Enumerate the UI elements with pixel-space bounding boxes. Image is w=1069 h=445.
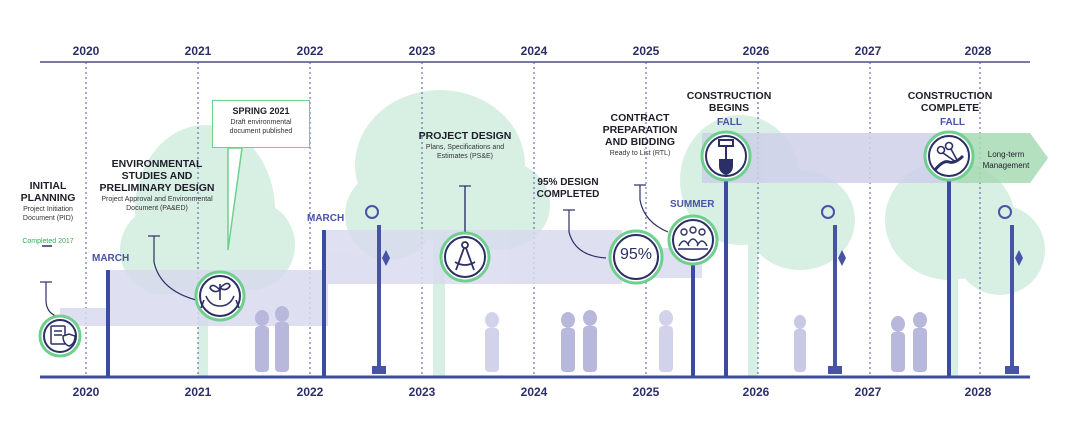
design-subtitle: Plans, Specifications and Estimates (PS&… [425,144,505,160]
year-label-top: 2022 [296,44,324,58]
construction-title: CONSTRUCTION BEGINS [686,90,772,114]
long-term-arrow-label: Long-term Management [978,148,1034,171]
year-label-bottom: 2025 [632,385,660,399]
year-label-bottom: 2020 [72,385,100,399]
spring-subtitle: Draft environmental document published [229,119,293,135]
design95-badge: 95% [619,246,653,263]
year-label-bottom: 2021 [184,385,212,399]
design-title: PROJECT DESIGN [418,130,512,142]
season-bars [106,160,951,376]
season-fall-2025: FALL [717,117,742,128]
people-group-icon [678,226,708,250]
milestone-contract: CONTRACT PREPARATION AND BIDDING Ready t… [598,112,682,158]
season-fall-2027: FALL [940,117,965,128]
document-shield-icon [50,325,76,347]
year-label-top: 2023 [408,44,436,58]
hands-plant-icon [200,282,240,309]
lamp-posts [365,205,1023,374]
year-label-top: 2025 [632,44,660,58]
milestone-construction-complete: CONSTRUCTION COMPLETE [902,90,998,114]
initial-subtitle: Project Initiation Document (PID) [22,206,74,222]
shovel-icon [718,139,734,176]
year-label-top: 2021 [184,44,212,58]
complete-title: CONSTRUCTION COMPLETE [907,90,993,114]
connector-lines [40,184,669,317]
people-silhouettes [255,306,927,372]
year-label-top: 2026 [742,44,770,58]
initial-title: INITIAL PLANNING [20,180,76,204]
year-label-bottom: 2024 [520,385,548,399]
milestone-environmental: ENVIRONMENTAL STUDIES AND PRELIMINARY DE… [92,158,222,213]
spring-title: SPRING 2021 [232,106,290,116]
contract-subtitle: Ready to List (RTL) [609,150,671,157]
year-label-bottom: 2023 [408,385,436,399]
compass-drafting-icon [454,241,476,271]
environmental-subtitle: Project Approval and Environmental Docum… [101,196,213,212]
ribbon-scissors-icon [933,141,965,171]
year-label-bottom: 2026 [742,385,770,399]
milestone-circles [38,130,975,358]
milestone-initial-planning: INITIAL PLANNING Project Initiation Docu… [18,180,78,246]
year-label-top: 2028 [964,44,992,58]
milestone-95-design: 95% DESIGN COMPLETED [530,177,606,201]
year-label-bottom: 2022 [296,385,324,399]
environmental-title: ENVIRONMENTAL STUDIES AND PRELIMINARY DE… [99,158,215,194]
milestone-construction-begins: CONSTRUCTION BEGINS [684,90,774,114]
year-label-bottom: 2027 [854,385,882,399]
spring-callout-pointer [227,147,243,251]
year-label-bottom: 2028 [964,385,992,399]
contract-title: CONTRACT PREPARATION AND BIDDING [602,112,678,148]
year-label-top: 2020 [72,44,100,58]
season-summer-2025: SUMMER [670,199,715,210]
year-label-top: 2027 [854,44,882,58]
design95-title: 95% DESIGN COMPLETED [536,177,600,200]
spring-2021-callout: SPRING 2021 Draft environmental document… [212,100,310,148]
year-label-top: 2024 [520,44,548,58]
season-march-2022: MARCH [307,213,345,224]
season-march-2020: MARCH [92,253,130,264]
milestone-project-design: PROJECT DESIGN Plans, Specifications and… [412,130,518,161]
long-term-label: Long-term Management [982,150,1030,170]
initial-status: Completed 2017 [22,238,74,245]
